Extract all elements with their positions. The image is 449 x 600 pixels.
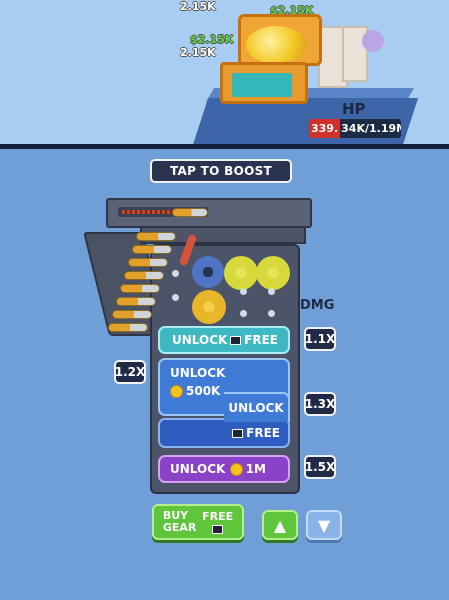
bullet-icon — [136, 232, 176, 241]
tap-to-boost-button[interactable]: TAP TO BOOST — [150, 159, 292, 183]
game-scene: 2.15K $2.15K 2.15K $2.15K HP 339. 34K/1.… — [0, 0, 449, 146]
gear-icon-yellow[interactable] — [256, 256, 290, 290]
gold-pile — [246, 26, 306, 64]
bullet-icon — [108, 323, 148, 332]
bullet-icon — [124, 271, 164, 280]
divider — [0, 144, 449, 149]
cost-text: FREE — [246, 426, 280, 440]
unlock-slot-3[interactable]: FREE — [158, 418, 290, 448]
coin-cost: 1M — [229, 462, 266, 476]
bullet-icon — [120, 284, 160, 293]
chevron-up-icon[interactable]: ▲ — [262, 510, 298, 540]
gear-icon-yellow[interactable] — [224, 256, 258, 290]
gear-peg — [172, 270, 179, 277]
gear-icon-orange[interactable] — [192, 290, 226, 324]
unlock-label: UNLOCK — [228, 401, 284, 415]
unlock-label: UNLOCK — [170, 366, 226, 380]
hp-label: HP — [342, 100, 366, 118]
damage-popup: 2.15K — [180, 0, 216, 13]
unlock-slot-3-top[interactable]: UNLOCK — [224, 392, 290, 422]
gear-icon-blue[interactable] — [192, 256, 224, 288]
buy-gear-label: BUY GEAR — [163, 510, 197, 534]
coin-icon — [229, 462, 243, 476]
cost-text: 500K — [186, 384, 221, 398]
video-ad-icon — [232, 429, 244, 438]
buy-gear-button[interactable]: BUY GEAR FREE — [152, 504, 244, 540]
chevron-down-icon[interactable]: ▼ — [306, 510, 342, 540]
hp-bar: 339. 34K/1.19M — [309, 119, 401, 138]
buy-text: BUY — [162, 509, 189, 522]
crate — [342, 26, 368, 82]
damage-popup: 2.15K — [180, 46, 216, 59]
hp-current: 339. — [309, 119, 341, 138]
bullet-icon — [116, 297, 156, 306]
gear-peg — [268, 288, 275, 295]
cost-text: 1M — [245, 462, 266, 476]
bullet-icon — [128, 258, 168, 267]
gun-spring — [122, 210, 174, 214]
free-cost: FREE — [232, 426, 280, 440]
unlock-label: UNLOCK — [170, 462, 226, 476]
hp-total: 34K/1.19M — [341, 122, 401, 135]
unlock-slot-1[interactable]: UNLOCK FREE — [158, 326, 290, 354]
chest-band — [232, 73, 292, 97]
buy-gear-cost: FREE — [202, 509, 234, 534]
gear-peg — [240, 310, 247, 317]
gear-peg — [268, 310, 275, 317]
gear-text: GEAR — [162, 521, 197, 534]
multiplier-badge: 1.3X — [304, 392, 336, 416]
multiplier-badge: 1.5X — [304, 455, 336, 479]
bullet-icon — [112, 310, 152, 319]
gear-peg — [240, 288, 247, 295]
orb — [362, 30, 384, 52]
free-text: FREE — [202, 509, 234, 523]
free-cost: FREE — [230, 333, 278, 347]
coin-icon — [170, 384, 183, 398]
video-ad-icon — [230, 336, 242, 345]
unlock-label: UNLOCK — [172, 333, 228, 347]
gear-peg — [172, 294, 179, 301]
multiplier-badge: 1.1X — [304, 327, 336, 351]
cost-text: FREE — [244, 333, 278, 347]
dmg-label: DMG — [300, 298, 335, 313]
multiplier-badge: 1.2X — [114, 360, 146, 384]
coin-cost: 500K — [170, 384, 220, 398]
video-ad-icon — [212, 524, 224, 534]
money-popup: $2.15K — [190, 33, 234, 46]
money-popup: $2.15K — [270, 4, 314, 17]
chambered-bullet — [172, 208, 208, 217]
bullet-icon — [132, 245, 172, 254]
unlock-slot-4[interactable]: UNLOCK 1M — [158, 455, 290, 483]
